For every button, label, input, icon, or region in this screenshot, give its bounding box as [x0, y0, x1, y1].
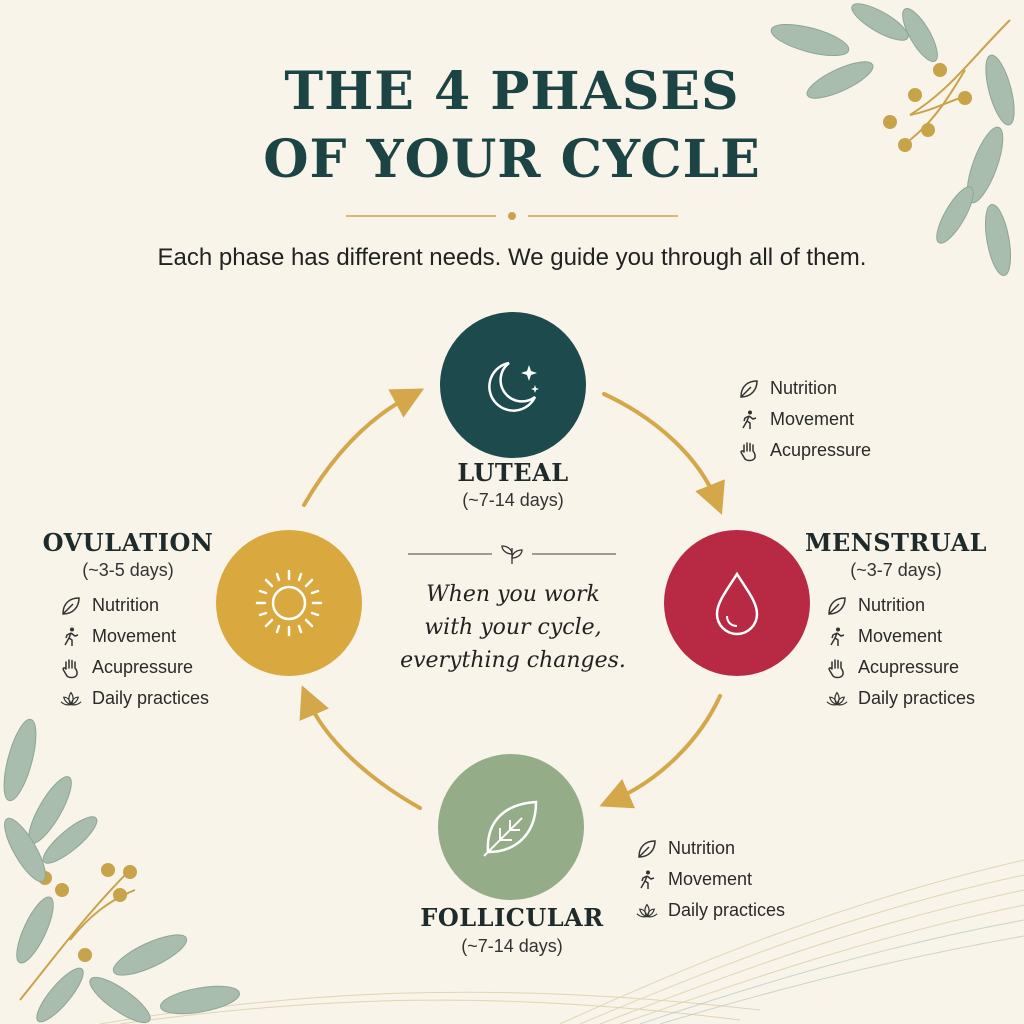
hand-icon	[826, 657, 848, 679]
ovulation-list: Nutrition Movement Acupressure Daily pra…	[60, 590, 209, 714]
follicular-circle	[438, 754, 584, 900]
hand-icon	[738, 440, 760, 462]
walking-icon	[826, 626, 848, 648]
list-item-label: Daily practices	[668, 900, 786, 920]
quote-line-1: When you work	[426, 582, 600, 607]
leaf-icon	[738, 378, 760, 400]
center-quote: When you work with your cycle, everythin…	[400, 578, 626, 677]
subtitle: Each phase has different needs. We guide…	[157, 244, 867, 271]
arrow-menstrual-to-follicular	[599, 694, 722, 809]
list-item: Nutrition	[738, 373, 871, 404]
leaf-icon	[60, 595, 82, 617]
arrow-ovulation-to-luteal	[302, 388, 425, 507]
ovulation-days: (~3-5 days)	[82, 560, 174, 580]
list-item-label: Movement	[770, 409, 855, 429]
list-item: Daily practices	[60, 683, 209, 714]
list-item-label: Nutrition	[92, 595, 160, 615]
walking-icon	[60, 626, 82, 648]
lotus-icon	[60, 688, 82, 710]
list-item-label: Nutrition	[770, 378, 838, 398]
title-line-1: THE 4 PHASES	[284, 61, 740, 122]
drop-icon	[715, 571, 759, 636]
lotus-icon	[636, 900, 658, 922]
leaf-icon	[483, 800, 538, 857]
quote-line-2: with your cycle,	[424, 615, 602, 640]
follicular-days: (~7-14 days)	[461, 936, 563, 956]
list-item: Movement	[826, 621, 975, 652]
list-item: Movement	[738, 404, 871, 435]
title-line-2: OF YOUR CYCLE	[263, 129, 761, 190]
leaf-icon	[826, 595, 848, 617]
luteal-name: LUTEAL	[457, 458, 569, 487]
sprout-icon	[501, 545, 523, 564]
arrow-follicular-to-ovulation	[299, 685, 422, 810]
list-item: Acupressure	[738, 435, 871, 466]
luteal-circle	[440, 312, 586, 458]
hand-icon	[60, 657, 82, 679]
list-item-label: Daily practices	[858, 688, 976, 708]
ovulation-circle	[216, 530, 362, 676]
list-item-label: Movement	[858, 626, 943, 646]
list-item-label: Acupressure	[92, 657, 194, 677]
arrow-luteal-to-menstrual	[602, 392, 725, 515]
list-item-label: Nutrition	[858, 595, 926, 615]
sun-icon	[255, 569, 323, 637]
list-item: Movement	[60, 621, 209, 652]
menstrual-days: (~3-7 days)	[850, 560, 942, 580]
list-item-label: Movement	[668, 869, 753, 889]
lotus-icon	[826, 688, 848, 710]
walking-icon	[738, 409, 760, 431]
list-item: Nutrition	[636, 833, 785, 864]
quote-divider	[408, 545, 616, 564]
list-item-label: Daily practices	[92, 688, 210, 708]
moon-stars-icon	[488, 361, 539, 412]
quote-line-3: everything changes.	[400, 648, 626, 673]
menstrual-name: MENSTRUAL	[804, 528, 988, 557]
list-item: Daily practices	[636, 895, 785, 926]
list-item: Daily practices	[826, 683, 975, 714]
walking-icon	[636, 869, 658, 891]
list-item: Movement	[636, 864, 785, 895]
leaf-icon	[636, 838, 658, 860]
ovulation-name: OVULATION	[42, 528, 214, 557]
list-item-label: Acupressure	[770, 440, 872, 460]
luteal-days: (~7-14 days)	[462, 490, 564, 510]
list-item: Acupressure	[826, 652, 975, 683]
top-right-branch-icon	[770, 3, 1015, 277]
title-divider	[346, 212, 678, 220]
menstrual-circle	[664, 530, 810, 676]
luteal-list: Nutrition Movement Acupressure	[738, 373, 871, 466]
list-item: Nutrition	[826, 590, 975, 621]
list-item-label: Acupressure	[858, 657, 960, 677]
menstrual-list: Nutrition Movement Acupressure Daily pra…	[826, 590, 975, 714]
list-item-label: Nutrition	[668, 838, 736, 858]
bottom-left-branch-icon	[3, 718, 240, 1024]
list-item: Acupressure	[60, 652, 209, 683]
follicular-name: FOLLICULAR	[420, 903, 604, 932]
list-item: Nutrition	[60, 590, 209, 621]
list-item-label: Movement	[92, 626, 177, 646]
follicular-list: Nutrition Movement Daily practices	[636, 833, 785, 926]
